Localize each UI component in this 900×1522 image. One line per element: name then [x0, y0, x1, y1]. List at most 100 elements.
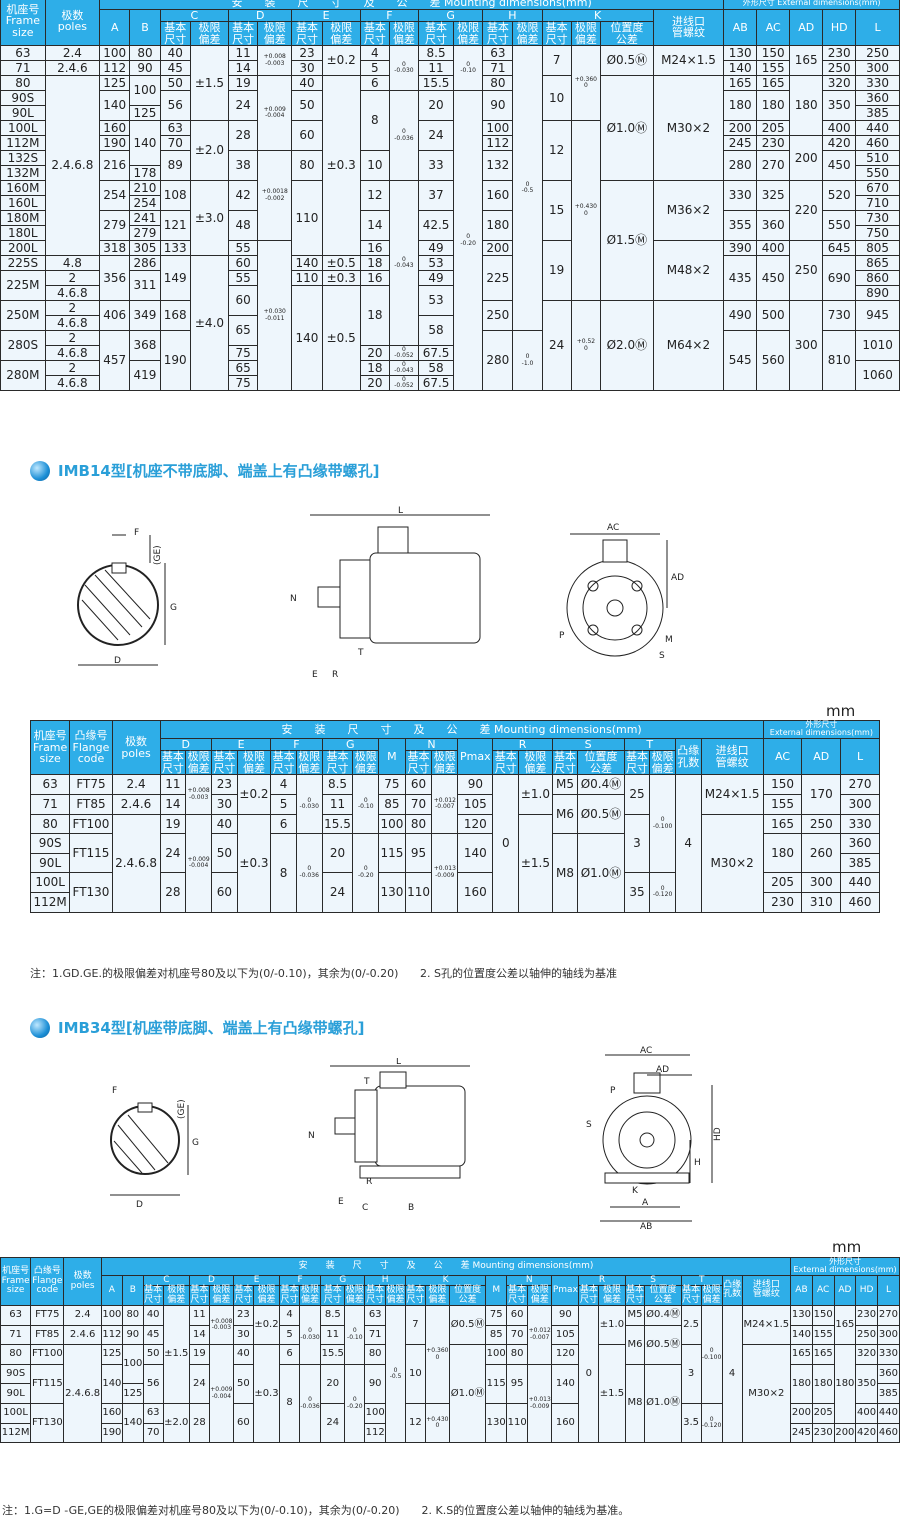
table-cell: 279	[129, 225, 161, 242]
table-cell: 150	[762, 774, 803, 796]
table-cell: 15.5	[320, 1344, 346, 1365]
table-cell: 230	[756, 135, 791, 152]
table-cell: 11	[320, 1324, 346, 1346]
column-header: 基本 尺寸	[159, 21, 191, 47]
table-cell: 180L	[0, 225, 46, 242]
table-cell: 60	[228, 255, 259, 272]
column-header: 极限 偏差	[570, 21, 602, 47]
label-N: N	[308, 1131, 315, 1141]
table-cell: 150	[756, 45, 791, 62]
table-cell: 19	[541, 240, 572, 302]
column-header: M	[485, 1274, 508, 1307]
table-cell: 63	[29, 774, 71, 796]
table-cell: 0 -0.043	[388, 360, 420, 377]
table-cell: 435	[723, 255, 758, 302]
column-header: AC	[811, 1274, 835, 1307]
table-cell: 3.5	[680, 1403, 702, 1444]
table-cell: 100	[482, 120, 514, 137]
section-title: IMB34型[机座带底脚、端盖上有凸缘带螺孔]	[58, 1019, 365, 1037]
table-cell: 4.8	[44, 255, 101, 272]
table-cell: 190	[159, 330, 191, 392]
table-cell: ±1.5	[162, 1305, 190, 1405]
table-cell: 0	[492, 774, 520, 913]
table-cell: 110	[506, 1403, 529, 1444]
column-header: AD	[789, 8, 824, 47]
table-cell: 230	[822, 45, 857, 62]
table-cell: 730	[855, 210, 900, 227]
table-cell: 165	[833, 1305, 857, 1346]
column-header: E	[291, 8, 361, 23]
table-cell: +0.008 -0.003	[185, 774, 213, 815]
table-cell: 8	[270, 833, 297, 913]
table-cell: 40	[159, 45, 191, 62]
table-cell: 385	[840, 852, 880, 874]
table-cell: Ø1.0Ⓜ	[577, 833, 625, 913]
table-cell: 160	[457, 872, 494, 913]
table-cell: 2	[44, 360, 101, 377]
column-header: 极数 poles	[111, 719, 161, 776]
table-cell: 200	[482, 240, 514, 257]
column-header: 极限 偏差	[295, 750, 323, 776]
label-B: B	[408, 1203, 414, 1213]
table-cell: 80	[291, 150, 323, 182]
table-cell: 230	[855, 1305, 878, 1326]
table-cell: 30	[211, 794, 238, 815]
table-cell: 140	[551, 1363, 580, 1405]
column-header: AB	[723, 8, 758, 47]
table-cell: 200	[833, 1422, 857, 1444]
table-cell: 180	[833, 1344, 857, 1424]
column-header: 基本 尺寸	[578, 1285, 600, 1307]
table-cell: 11	[228, 45, 259, 62]
table-cell: 400	[855, 1403, 878, 1424]
table-cell: 250	[822, 60, 857, 77]
table-cell: 8.5	[321, 774, 354, 796]
table-cell: 112	[364, 1422, 387, 1444]
table-cell: +0.030 -0.011	[257, 240, 293, 392]
table-cell: FT75	[69, 774, 113, 796]
label-P: P	[610, 1086, 616, 1096]
table-cell: 0 -0.052	[388, 375, 420, 392]
table-cell: M8	[551, 833, 579, 913]
table-cell: ±0.5	[321, 255, 361, 272]
table-cell: 50	[291, 90, 323, 122]
table-cell: 0 -0.030	[295, 774, 323, 835]
label-AC: AC	[640, 1046, 652, 1056]
table-cell: 75	[378, 774, 406, 796]
table-cell: 730	[822, 300, 857, 332]
table-cell: 190	[99, 135, 131, 152]
table-cell: 0 -0.120	[700, 1403, 723, 1444]
column-header: 凸缘 孔数	[674, 737, 702, 776]
table-cell: 63	[142, 1403, 164, 1424]
table-cell: 80	[482, 75, 514, 92]
column-header: H	[482, 8, 543, 23]
table-cell: 140	[100, 1363, 123, 1405]
table-cell: 385	[855, 105, 900, 122]
label-T: T	[363, 1077, 370, 1087]
table-cell: 12	[359, 180, 390, 212]
table-cell: 250	[801, 813, 842, 835]
table-cell: 245	[790, 1422, 813, 1444]
table-cell: 80	[364, 1344, 387, 1365]
table-cell: 300	[789, 300, 824, 392]
table-cell: ±1.5	[189, 45, 230, 122]
table-cell: 180	[789, 75, 824, 137]
table-cell: 270	[756, 150, 791, 182]
table-cell: M8	[624, 1363, 646, 1444]
section-title: IMB14型[机座不带底脚、端盖上有凸缘带螺孔]	[58, 462, 380, 480]
table-cell: +0.013 -0.009	[431, 833, 459, 913]
imb14-front-diagram: AC AD P M S	[559, 523, 684, 661]
table-cell: 670	[855, 180, 900, 197]
table-cell: 160	[99, 120, 131, 137]
column-header: 凸缘号 Flange code	[69, 719, 113, 776]
table-cell: 8	[359, 90, 390, 152]
table-cell: 20	[359, 375, 390, 392]
table-cell: 120	[457, 813, 494, 835]
table-cell: 2.4.6	[63, 1324, 102, 1346]
table-cell: 2.4.6.8	[63, 1344, 102, 1444]
table-cell: 24	[320, 1403, 346, 1444]
column-header: 极限 偏差	[208, 1285, 234, 1307]
